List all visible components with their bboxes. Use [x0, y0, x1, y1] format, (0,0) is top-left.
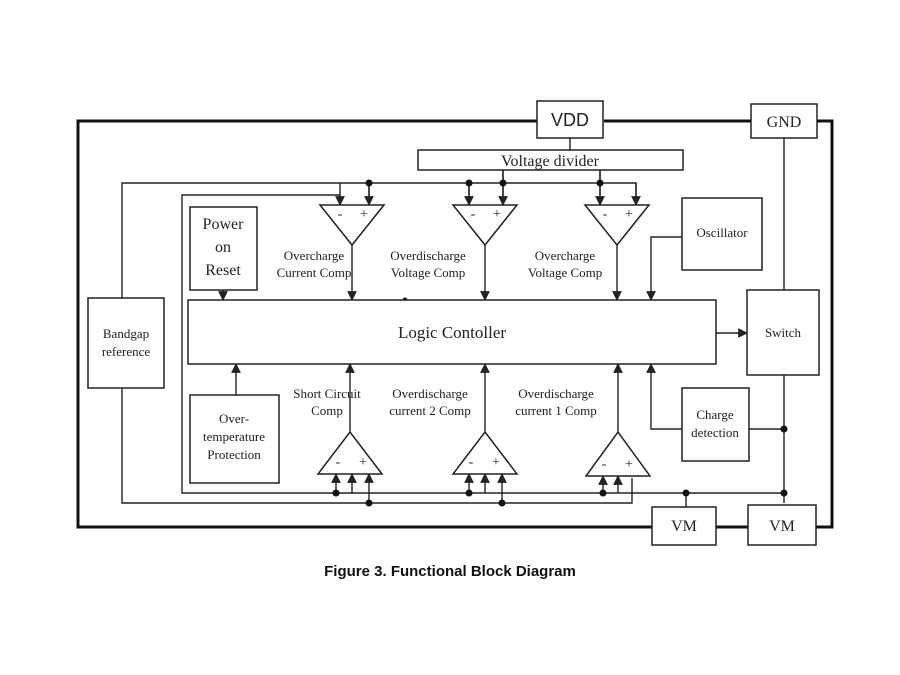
voltage-divider-label: Voltage divider [501, 153, 600, 170]
vdd-label: VDD [551, 110, 589, 130]
overdischarge-voltage-comp-label-1: Overdischarge [390, 248, 466, 263]
comparator-top-1 [318, 204, 386, 247]
overcharge-current-comp-label-2: Current Comp [277, 265, 352, 280]
charge-detection-box [681, 387, 750, 462]
comparator-top-1-plus: + [360, 207, 368, 222]
overcharge-voltage-comp-label-1: Overcharge [535, 248, 596, 263]
bandgap-label-1: Bandgap [103, 326, 149, 341]
over-temperature-label-2: temperature [203, 429, 265, 444]
vm-right-box [747, 504, 817, 546]
power-on-reset-box [189, 206, 258, 291]
comparator-bottom-2-plus: + [492, 455, 500, 470]
comparator-top-3-plus: + [625, 207, 633, 222]
bandgap-box [87, 297, 165, 389]
comparator-bottom-1 [316, 430, 384, 475]
overcharge-voltage-comp-label-2: Voltage Comp [528, 265, 603, 280]
overdischarge-current1-comp-label-2: current 1 Comp [515, 403, 597, 418]
voltage-divider-box [417, 149, 684, 171]
comparator-top-1-minus: - [338, 207, 343, 222]
gnd-box [750, 103, 818, 139]
comparator-top-2-minus: - [471, 207, 476, 222]
overdischarge-current2-comp-label-1: Overdischarge [392, 386, 468, 401]
power-on-reset-label-2: on [215, 239, 231, 256]
gnd-label: GND [767, 114, 802, 131]
comparator-top-3-minus: - [603, 207, 608, 222]
comparator-top-2-plus: + [493, 207, 501, 222]
comparator-bottom-2-minus: - [469, 455, 474, 470]
vdd-box [536, 100, 604, 139]
comparator-bottom-3-minus: - [602, 457, 607, 472]
power-on-reset-label-1: Power [203, 216, 245, 233]
vm-left-label: VM [671, 518, 697, 535]
overdischarge-voltage-comp-label-2: Voltage Comp [391, 265, 466, 280]
wires [121, 138, 785, 517]
comparator-bottom-1-minus: - [336, 455, 341, 470]
logic-controller-label: Logic Contoller [398, 323, 506, 342]
bandgap-label-2: reference [102, 344, 151, 359]
comparator-top-3 [583, 204, 651, 247]
comparator-top-2 [451, 204, 519, 247]
short-circuit-comp-label-1: Short Circuit [293, 386, 361, 401]
comparator-bottom-3-plus: + [625, 457, 633, 472]
power-on-reset-label-3: Reset [205, 262, 241, 279]
charge-detection-label-1: Charge [696, 407, 734, 422]
junction-dots [332, 179, 788, 507]
overdischarge-current2-comp-label-2: current 2 Comp [389, 403, 471, 418]
short-circuit-comp-label-2: Comp [311, 403, 343, 418]
over-temperature-box [189, 394, 280, 484]
charge-detection-label-2: detection [691, 425, 739, 440]
over-temperature-label-3: Protection [207, 447, 261, 462]
logic-controller-box [187, 299, 717, 365]
overcharge-current-comp-label-1: Overcharge [284, 248, 345, 263]
comparator-bottom-3 [584, 430, 652, 477]
oscillator-box [681, 197, 763, 271]
vm-left-box [651, 506, 717, 546]
comparator-bottom-1-plus: + [359, 455, 367, 470]
oscillator-label: Oscillator [696, 225, 748, 240]
overdischarge-current1-comp-label-1: Overdischarge [518, 386, 594, 401]
figure-caption: Figure 3. Functional Block Diagram [324, 563, 576, 580]
switch-box [746, 289, 820, 376]
switch-label: Switch [765, 325, 802, 340]
comparator-bottom-2 [451, 430, 519, 475]
vm-right-label: VM [769, 518, 795, 535]
outer-bus [76, 119, 834, 529]
over-temperature-label-1: Over- [219, 411, 249, 426]
